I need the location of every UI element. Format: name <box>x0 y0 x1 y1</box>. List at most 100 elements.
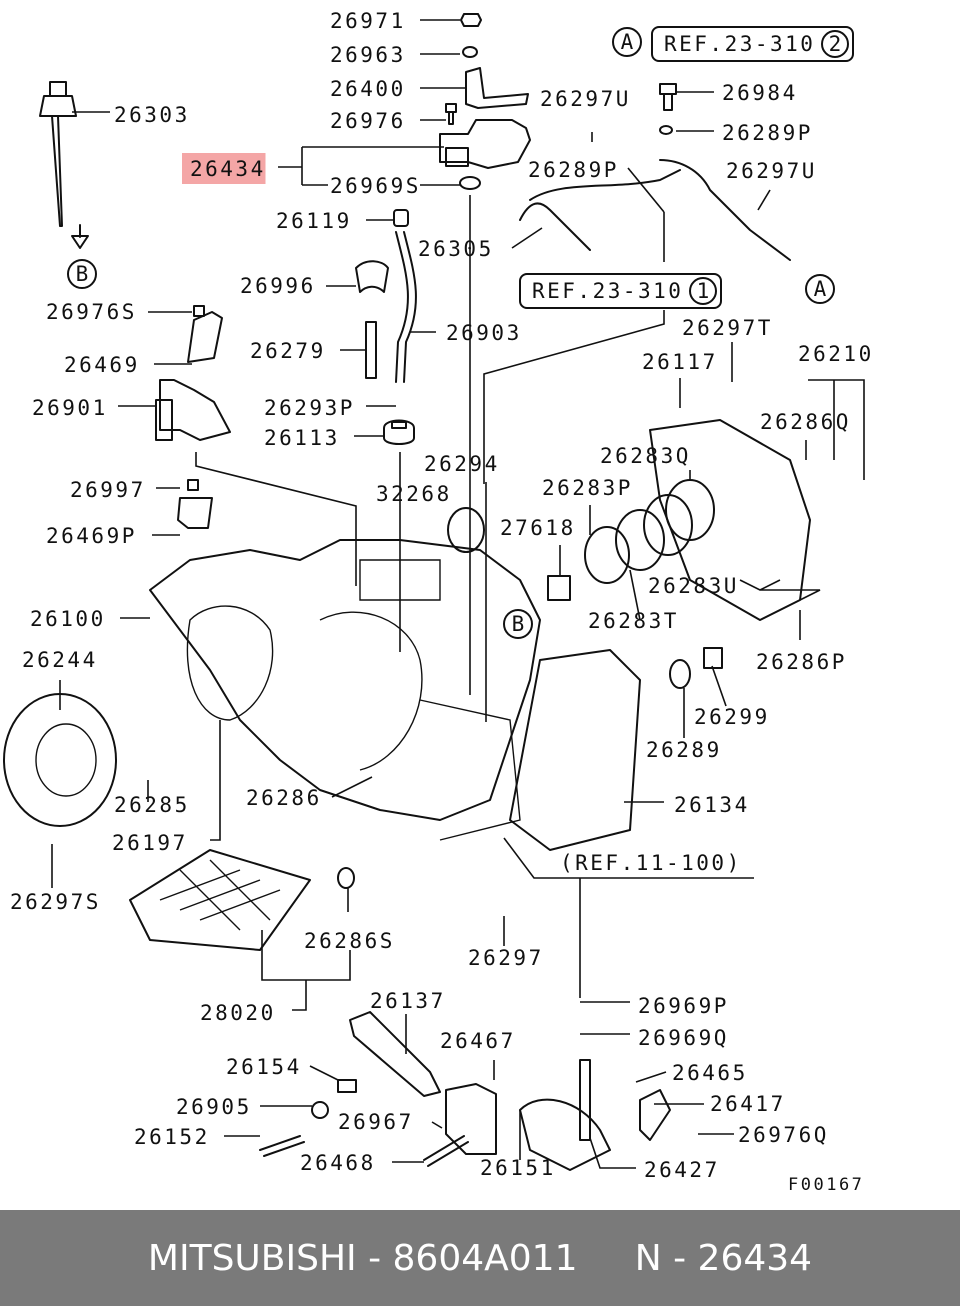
connector-circle <box>67 259 97 289</box>
part-label: 26152 <box>134 1125 210 1149</box>
part-label: 26100 <box>30 607 106 631</box>
part-label: 26279 <box>250 339 326 363</box>
part-label: 26210 <box>798 342 874 366</box>
part-label: 26467 <box>440 1029 516 1053</box>
part-label: 28020 <box>200 1001 276 1025</box>
rod-26137 <box>349 1011 441 1097</box>
part-label: 26469P <box>46 524 137 548</box>
part-label: 26283P <box>542 476 633 500</box>
dipstick-26303 <box>39 81 77 227</box>
label-layer: 269712696326400269762643426969S263032611… <box>10 9 874 1182</box>
connector-letter: B <box>76 262 89 286</box>
part-label: 26971 <box>330 9 406 33</box>
part-label: 26299 <box>694 705 770 729</box>
part-label: 26289P <box>722 121 813 145</box>
ref-number-circle <box>821 30 849 58</box>
spring-27618 <box>547 575 571 601</box>
ref-number: 1 <box>697 279 710 303</box>
part-label: 26969Q <box>638 1026 729 1050</box>
connector-letter: A <box>621 30 634 54</box>
connector-circle <box>612 27 642 57</box>
gap <box>578 1238 635 1279</box>
part-label: 26283T <box>588 609 679 633</box>
washer-26289p <box>659 125 673 135</box>
separator: - <box>356 1237 393 1279</box>
oring-26286s <box>337 867 355 889</box>
part-label: 26297 <box>468 946 544 970</box>
part-label: 26286S <box>304 929 395 953</box>
separator-2: - <box>661 1237 698 1279</box>
part-label: 26469 <box>64 353 140 377</box>
part-label: 26286P <box>756 650 847 674</box>
sensor-26901 <box>155 379 231 441</box>
ring-26283u <box>643 494 693 556</box>
connector-letter: B <box>512 612 525 636</box>
part-label: 26976 <box>330 109 406 133</box>
brand: MITSUBISHI <box>147 1237 357 1279</box>
part-label: 26286Q <box>760 410 851 434</box>
part-label: 26283Q <box>600 444 691 468</box>
housing-inner <box>35 723 97 797</box>
oring-26283p <box>584 526 630 584</box>
sector-26427 <box>519 1098 611 1171</box>
switch-26434 <box>439 119 531 169</box>
part-label: 26113 <box>264 426 340 450</box>
oring-26289 <box>669 659 691 689</box>
clip-26996 <box>355 260 389 293</box>
ring-26283t <box>615 509 665 571</box>
spring-26154 <box>337 1079 357 1093</box>
part-label: 26969P <box>638 994 729 1018</box>
part-label: 32268 <box>376 482 452 506</box>
highlight-layer <box>182 153 266 184</box>
part-label: (REF.11-100) <box>560 851 742 875</box>
pin-26468 <box>423 1135 469 1167</box>
part-label: 26286 <box>246 786 322 810</box>
part-label: 26119 <box>276 209 352 233</box>
part-label: 26969S <box>330 174 421 198</box>
figure-code: F00167 <box>788 1175 864 1195</box>
plug-26113 <box>383 419 415 445</box>
part-label: 26151 <box>480 1156 556 1180</box>
ref-number: 26434 <box>697 1237 813 1279</box>
part-label: 26903 <box>446 321 522 345</box>
part-label: 26976Q <box>738 1123 829 1147</box>
ref-label: REF.23-310 <box>664 32 815 56</box>
ref-number: 2 <box>829 32 842 56</box>
connector-circle <box>503 609 533 639</box>
part-label: 26293P <box>264 396 355 420</box>
washer-26963 <box>462 46 478 58</box>
part-label: 26427 <box>644 1158 720 1182</box>
tube-26903 <box>395 231 417 383</box>
part-label: 26976S <box>46 300 137 324</box>
lever-26400 <box>465 67 529 109</box>
stud-26279 <box>365 321 377 379</box>
seal-26294 <box>447 507 485 553</box>
plug-26299 <box>703 647 723 669</box>
part-label: 26465 <box>672 1061 748 1085</box>
ref-box <box>651 26 854 62</box>
part-label: 26997 <box>70 478 146 502</box>
case-detail <box>186 559 521 841</box>
part-label: 26285 <box>114 793 190 817</box>
part-label: 26963 <box>330 43 406 67</box>
nut-26971 <box>460 13 482 27</box>
part-number: 8604A011 <box>392 1237 578 1279</box>
lever-26417 <box>639 1089 671 1141</box>
part-label: 26289 <box>646 738 722 762</box>
ring-26283q <box>665 479 715 541</box>
bushing-26905 <box>311 1101 329 1119</box>
part-label: 26303 <box>114 103 190 127</box>
cap-26119 <box>393 209 409 227</box>
shaft-26151 <box>579 1059 591 1141</box>
part-label: 26297T <box>682 316 773 340</box>
part-label: 26984 <box>722 81 798 105</box>
filter-28020 <box>129 849 311 951</box>
bracket-26469 <box>187 305 223 363</box>
pin-26152 <box>259 1135 305 1157</box>
oring-26969s <box>459 176 481 190</box>
n-label: N <box>634 1237 662 1279</box>
bolt-26976 <box>445 103 457 125</box>
filter-grid <box>159 859 281 931</box>
